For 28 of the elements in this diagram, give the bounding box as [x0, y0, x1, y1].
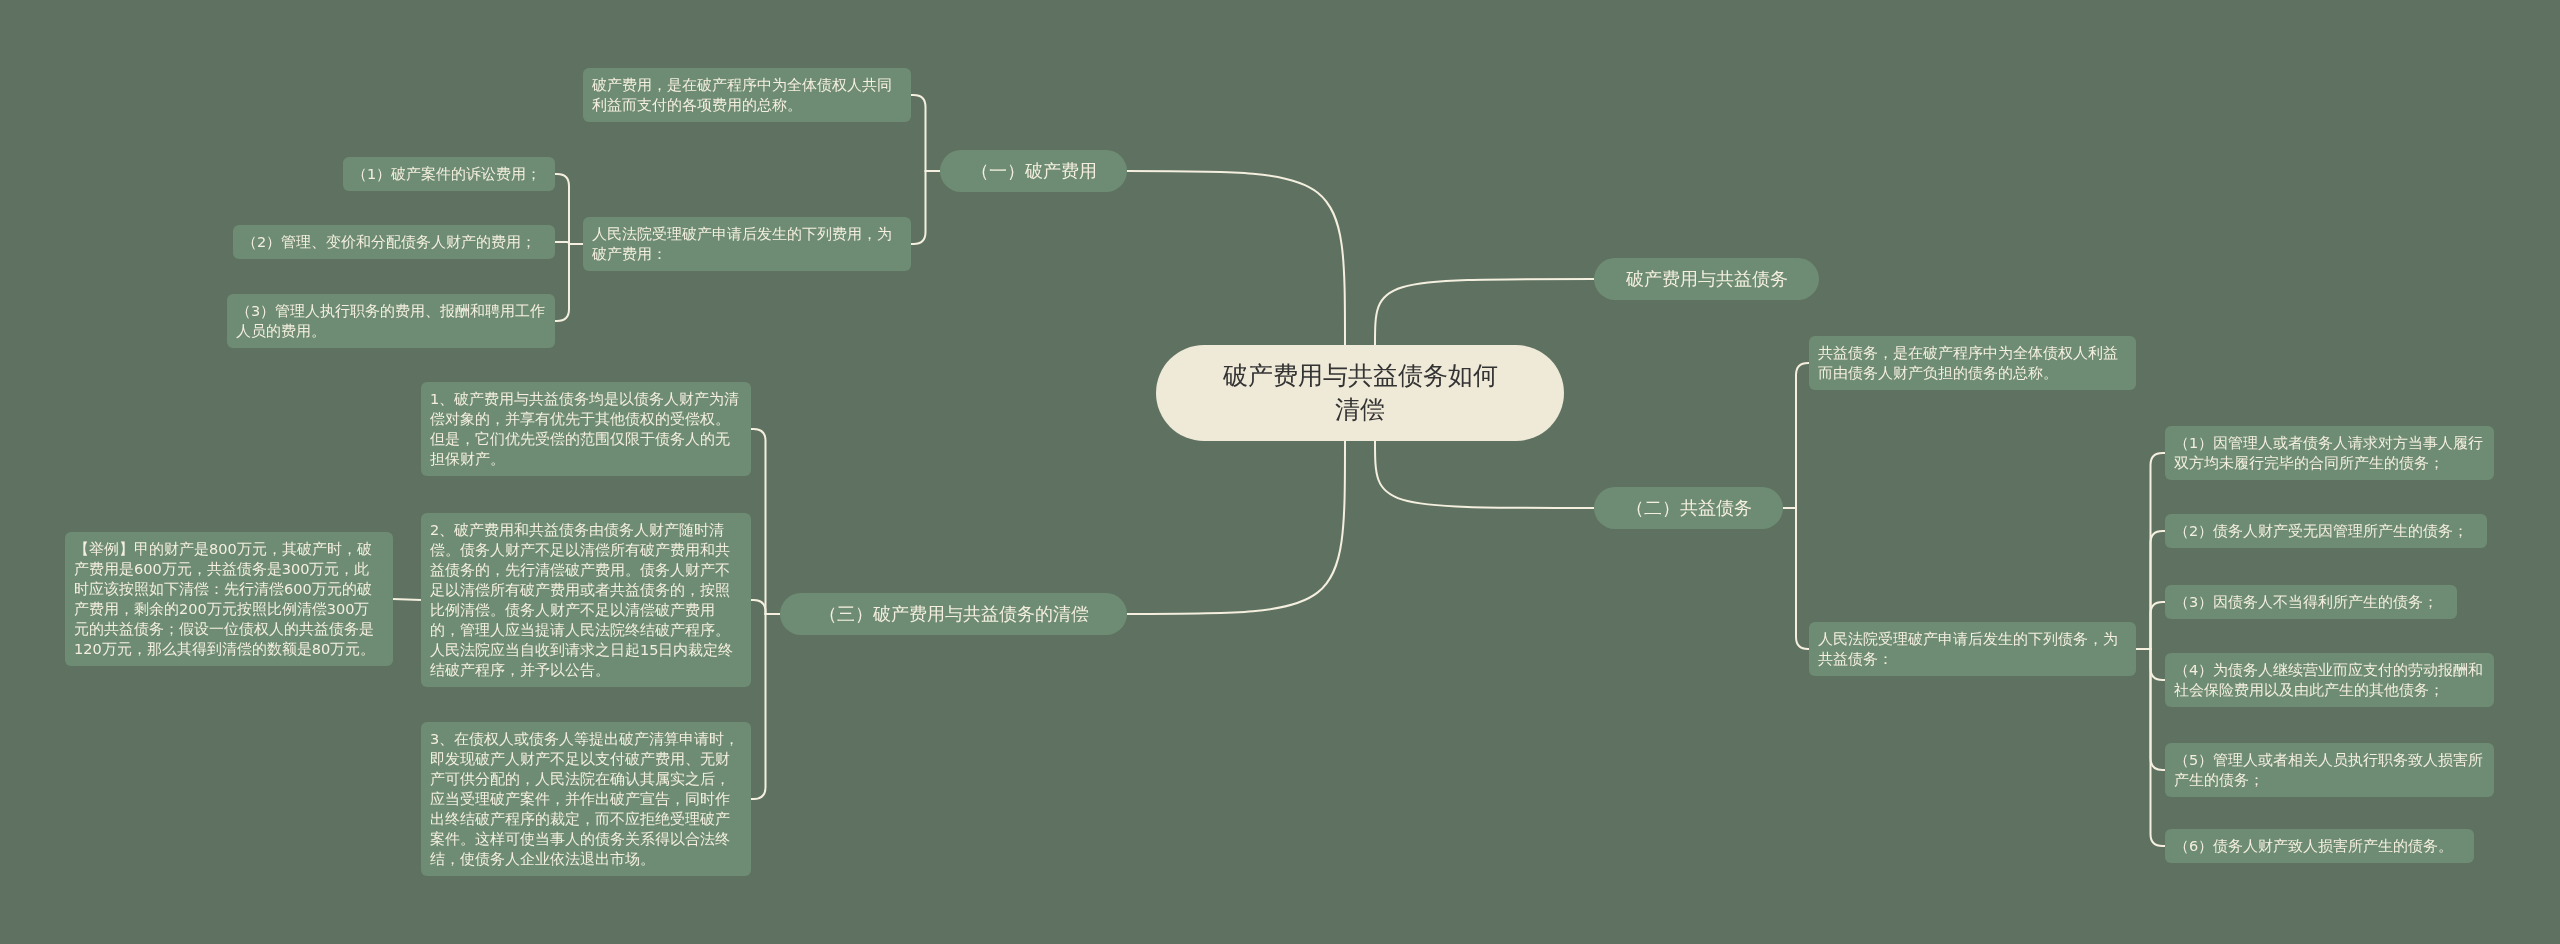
connector-line — [1374, 278, 1595, 346]
topic-pill: （二）共益债务 — [1594, 487, 1783, 529]
note-box: 破产费用，是在破产程序中为全体债权人共同利益而支付的各项费用的总称。 — [583, 68, 911, 122]
note-box: （2）债务人财产受无因管理所产生的债务； — [2165, 514, 2487, 548]
note-box: （3）管理人执行职务的费用、报酬和聘用工作人员的费用。 — [227, 294, 555, 348]
topic-pill: （一）破产费用 — [940, 150, 1127, 192]
note-box: （1）因管理人或者债务人请求对方当事人履行双方均未履行完毕的合同所产生的债务； — [2165, 426, 2494, 480]
note-box: （6）债务人财产致人损害所产生的债务。 — [2165, 829, 2474, 863]
connector-line — [1374, 440, 1595, 509]
note-box: 1、破产费用与共益债务均是以债务人财产为清偿对象的，并享有优先于其他债权的受偿权。但是，它们优先受偿的范围仅限于债务人的无担保财产。 — [421, 382, 751, 476]
topic-pill: 破产费用与共益债务 — [1594, 258, 1819, 300]
connector-line — [1126, 440, 1346, 615]
connector-line — [1126, 170, 1346, 346]
note-box: 2、破产费用和共益债务由债务人财产随时清偿。债务人财产不足以清偿所有破产费用和共益债务的，先行清偿破产费用。债务人财产不足以清偿所有破产费用或者共益债务的，按照比例清偿。债务人财产不足以清偿破产费用的，管理人应当提请人民法院终结破产程序。人民法院应当自收到请求之日起15日内裁定终结破产程序，并予以公告。 — [421, 513, 751, 687]
connector-line — [1782, 507, 1810, 650]
note-box: （5）管理人或者相关人员执行职务致人损害所产生的债务； — [2165, 743, 2494, 797]
note-box: （2）管理、变价和分配债务人财产的费用； — [233, 225, 555, 259]
note-box: （1）破产案件的诉讼费用； — [343, 157, 555, 191]
central-topic: 破产费用与共益债务如何清偿 — [1156, 345, 1564, 441]
note-box: 3、在债权人或债务人等提出破产清算申请时，即发现破产人财产不足以支付破产费用、无财产可供分配的，人民法院在确认其属实之后，应当受理破产案件，并作出破产宣告，同时作出终结破产程序的裁定，而不应拒绝受理破产案件。这样可使当事人的债务关系得以合法终结，使债务人企业依法退出市场。 — [421, 722, 751, 876]
note-box: 人民法院受理破产申请后发生的下列债务，为共益债务： — [1809, 622, 2136, 676]
topic-pill: （三）破产费用与共益债务的清偿 — [780, 593, 1127, 635]
note-box: （4）为债务人继续营业而应支付的劳动报酬和社会保险费用以及由此产生的其他债务； — [2165, 653, 2494, 707]
note-box: 共益债务，是在破产程序中为全体债权人利益而由债务人财产负担的债务的总称。 — [1809, 336, 2136, 390]
connector-line — [392, 598, 422, 601]
note-box: 【举例】甲的财产是800万元，其破产时，破产费用是600万元，共益债务是300万元，此时应该按照如下清偿：先行清偿600万元的破产费用，剩余的200万元按照比例清偿300万元的共益债务；假设一位债权人的共益债务是120万元，那么其得到清偿的数额是80万元。 — [65, 532, 393, 666]
note-box: （3）因债务人不当得利所产生的债务； — [2165, 585, 2457, 619]
note-box: 人民法院受理破产申请后发生的下列费用，为破产费用： — [583, 217, 911, 271]
